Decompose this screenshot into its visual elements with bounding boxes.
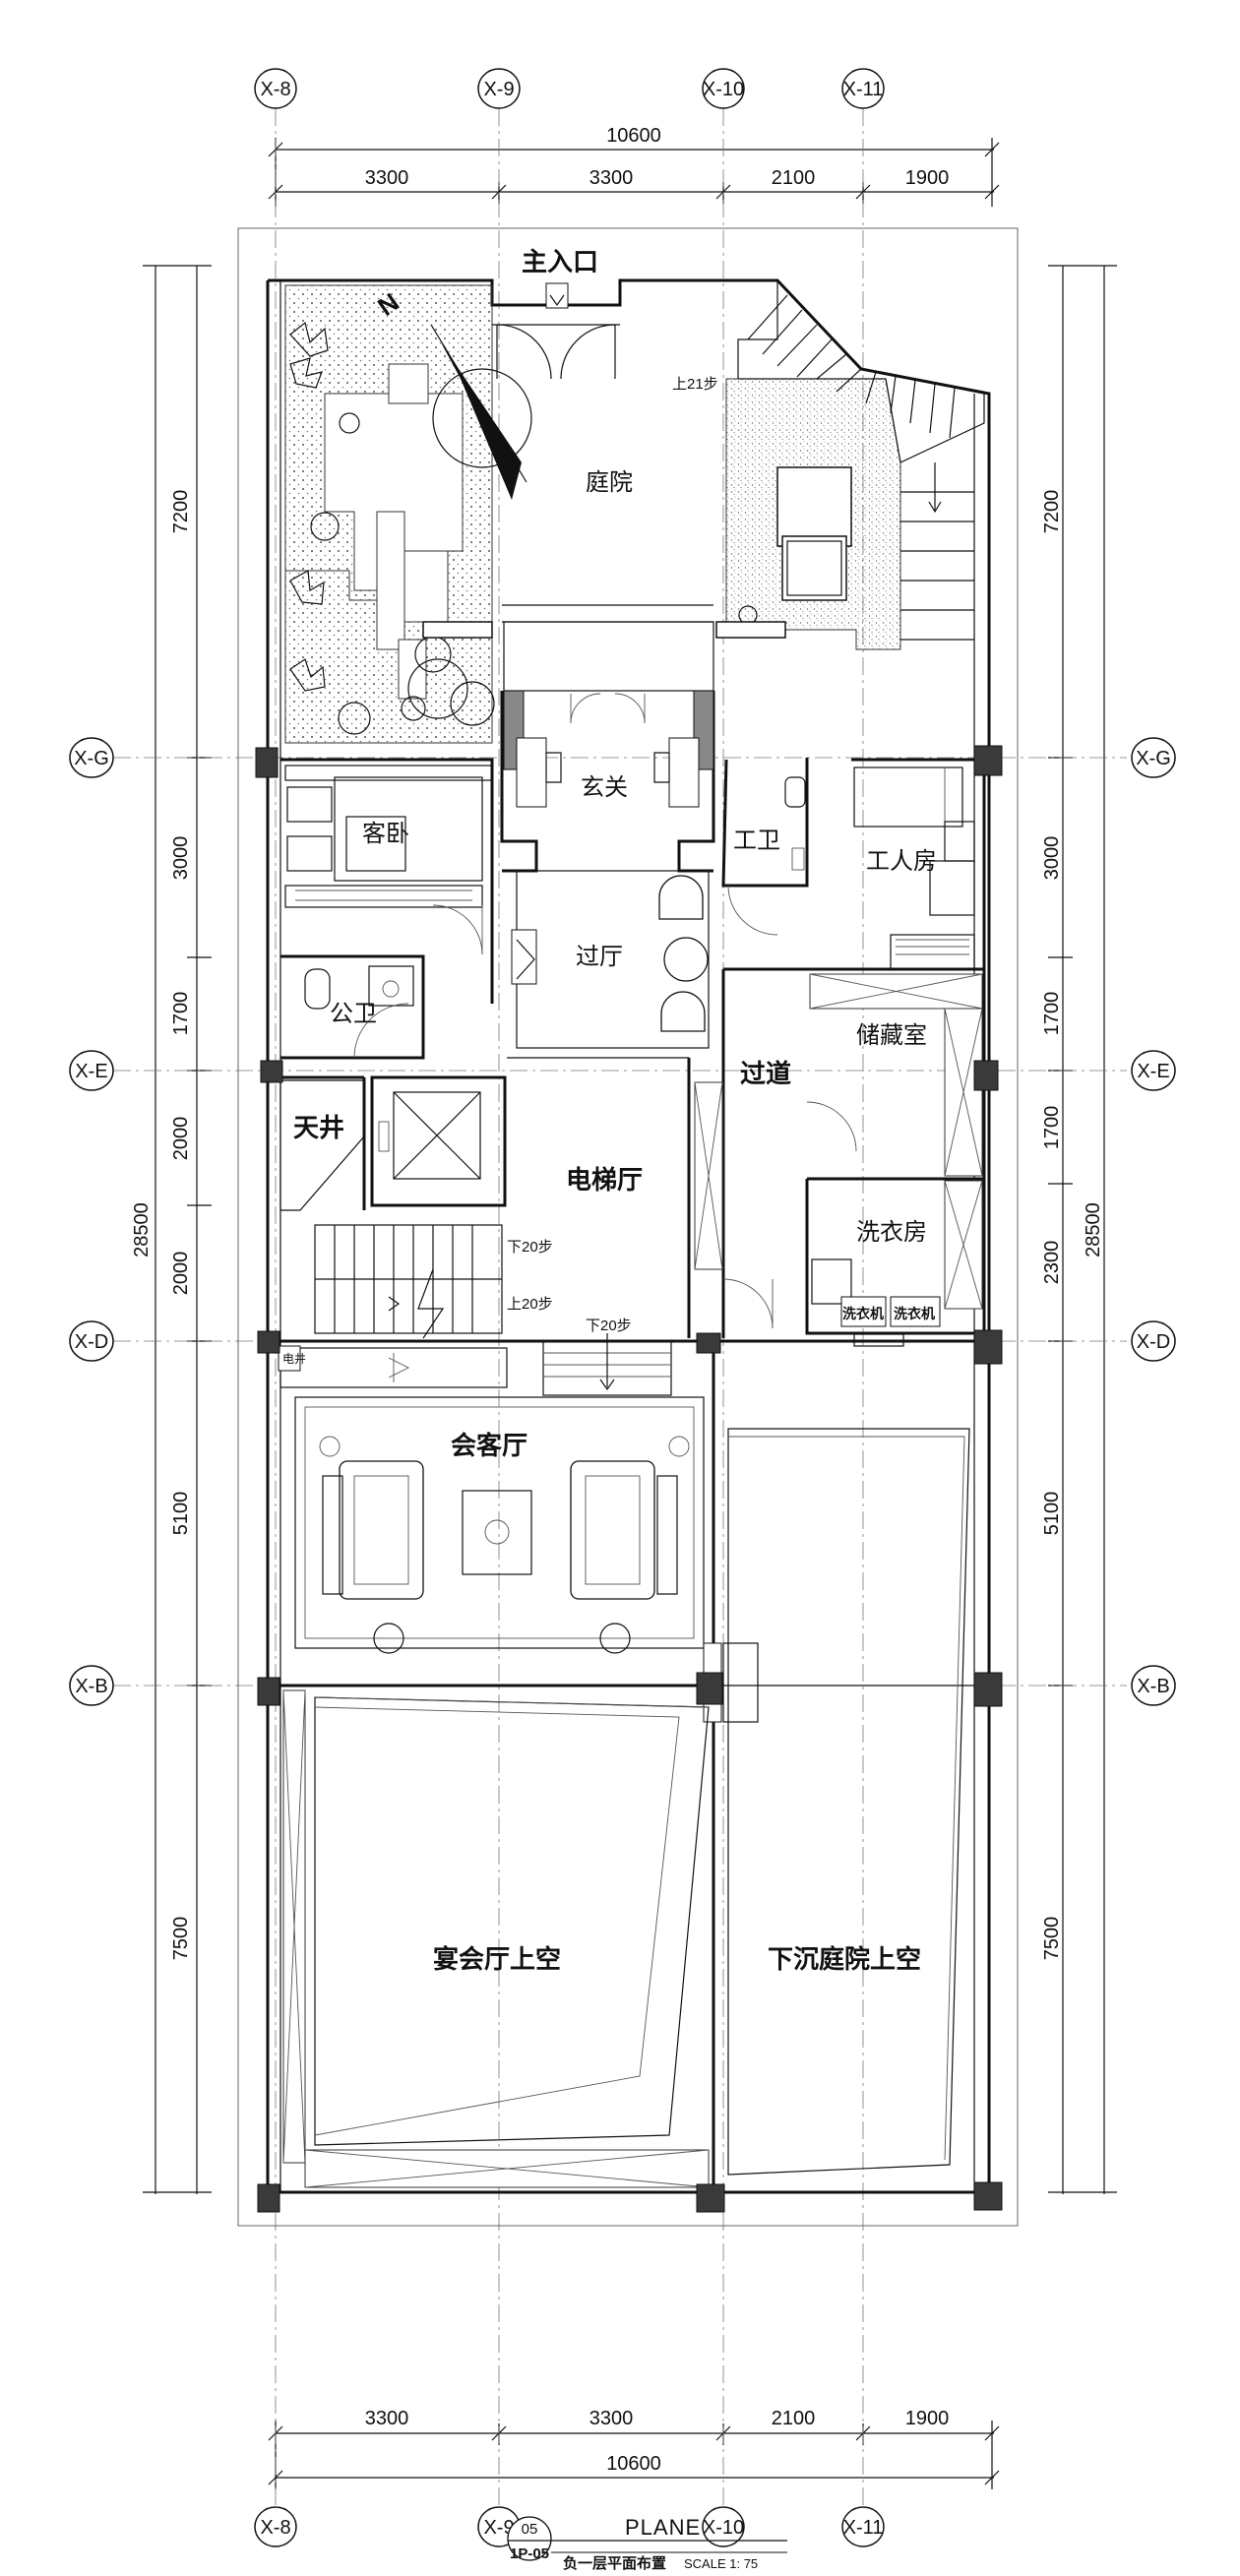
- stair-note-up20: 上20步: [507, 1296, 553, 1313]
- dim-left-labels: 7200 3000 1700 2000 2000 5100 7500 28500: [131, 490, 192, 1961]
- dim-top-seg-4: 1900: [905, 167, 950, 189]
- room-label-storage: 储藏室: [856, 1022, 927, 1049]
- foyer-walls: [500, 690, 715, 873]
- room-label-sunken-void: 下沉庭院上空: [768, 1944, 921, 1974]
- sunken-void: [727, 1428, 970, 2176]
- room-label-reception: 会客厅: [451, 1431, 527, 1460]
- grid-row-label-left-1: X-G: [74, 748, 109, 769]
- room-label-elec: 电井: [282, 1352, 306, 1366]
- room-label-staff-room: 工人房: [866, 848, 937, 875]
- courtyard-lower-wall: [422, 604, 786, 692]
- dim-bottom-seg-3: 2100: [772, 2408, 816, 2429]
- dim-top-total: 10600: [606, 125, 661, 147]
- dim-bottom-seg-2: 3300: [589, 2408, 634, 2429]
- title-number: 05: [522, 2521, 538, 2538]
- grid-row-label-right-1: X-G: [1136, 748, 1171, 769]
- room-label-corridor: 过道: [740, 1059, 791, 1088]
- grid-col-label-top-1: X-8: [260, 79, 290, 100]
- room-label-hall: 过厅: [576, 944, 623, 970]
- dim-right-seg-4: 1700: [1041, 1106, 1063, 1150]
- room-label-lightwell: 天井: [293, 1113, 344, 1142]
- dim-right-seg-5: 2300: [1041, 1241, 1063, 1285]
- grid-row-label-right-3: X-D: [1137, 1331, 1170, 1353]
- grid-row-label-left-4: X-B: [75, 1676, 107, 1697]
- dim-left-seg-5: 2000: [170, 1252, 192, 1296]
- grid-bubbles-top: X-8 X-9 X-10 X-11: [254, 68, 885, 109]
- room-label-foyer: 玄关: [581, 774, 628, 801]
- corridor: [694, 967, 807, 1338]
- dim-right-labels: 7200 3000 1700 1700 2300 5100 7500 28500: [1041, 490, 1104, 1961]
- interior-stair: [314, 1224, 503, 1339]
- dim-right-seg-7: 7500: [1041, 1917, 1063, 1961]
- dim-right-seg-2: 3000: [1041, 836, 1063, 881]
- structural-columns: [255, 745, 1003, 2213]
- grid-row-label-left-2: X-E: [75, 1061, 107, 1082]
- stair-note-up21: 上21步: [672, 376, 718, 393]
- title-block: 05 1P-05 PLANE 负一层平面布置 SCALE 1: 75: [507, 2515, 787, 2572]
- grid-col-label-bottom-3: X-10: [703, 2517, 744, 2539]
- grid-row-label-left-3: X-D: [75, 1331, 108, 1353]
- courtyard-garden: [284, 284, 901, 744]
- dim-left-seg-7: 7500: [170, 1917, 192, 1961]
- elevator-hall-walls: [507, 1057, 691, 1396]
- grid-row-label-right-4: X-B: [1137, 1676, 1169, 1697]
- title-cn: 负一层平面布置: [563, 2554, 666, 2572]
- dim-top-seg-2: 3300: [589, 167, 634, 189]
- grid-col-label-top-2: X-9: [483, 79, 514, 100]
- dim-right-seg-3: 1700: [1041, 992, 1063, 1036]
- dim-left-seg-6: 5100: [170, 1492, 192, 1536]
- grid-col-label-top-3: X-10: [703, 79, 744, 100]
- dim-left-total: 28500: [131, 1202, 153, 1257]
- dim-bottom-seg-4: 1900: [905, 2408, 950, 2429]
- reception-room: [278, 1339, 984, 1654]
- room-label-guest-bedroom: 客卧: [362, 821, 409, 847]
- grid-bubbles-left: X-G X-E X-D X-B: [69, 737, 114, 1706]
- grid-bubbles-right: X-G X-E X-D X-B: [1131, 737, 1176, 1706]
- room-label-main-entrance: 主入口: [522, 247, 598, 276]
- main-entrance-door: [492, 282, 620, 380]
- room-label-courtyard: 庭院: [586, 469, 633, 496]
- washer-label-2: 洗衣机: [894, 1306, 935, 1321]
- guest-bedroom: [280, 758, 494, 1004]
- grid-col-label-bottom-4: X-11: [843, 2517, 884, 2539]
- dim-left-seg-3: 1700: [170, 992, 192, 1036]
- room-label-staff-bath: 工卫: [733, 828, 780, 854]
- lightwell: [279, 1075, 366, 1211]
- dim-top-seg-1: 3300: [365, 167, 409, 189]
- dim-bottom-seg-1: 3300: [365, 2408, 409, 2429]
- stair-note-down20-a: 下20步: [507, 1239, 553, 1256]
- public-bath: [280, 954, 425, 1060]
- dim-left-seg-1: 7200: [170, 490, 192, 534]
- banquet-void: [282, 1689, 710, 2188]
- dim-left-seg-2: 3000: [170, 836, 192, 881]
- dim-right-seg-1: 7200: [1041, 490, 1063, 534]
- washer-label-1: 洗衣机: [842, 1306, 884, 1321]
- grid-col-label-top-4: X-11: [843, 79, 884, 100]
- stair-note-down20-b: 下20步: [586, 1318, 632, 1334]
- exterior-stair: [737, 278, 985, 641]
- title-scale: SCALE 1: 75: [684, 2556, 758, 2571]
- elevator: [370, 1075, 507, 1207]
- dim-top-seg-3: 2100: [772, 167, 816, 189]
- title-sheet: 1P-05: [510, 2545, 549, 2562]
- grid-col-label-bottom-1: X-8: [260, 2517, 290, 2539]
- grid-bubbles-bottom: X-8 X-9 X-10 X-11: [254, 2506, 885, 2547]
- dim-right-seg-6: 5100: [1041, 1492, 1063, 1536]
- staff-bath: [721, 758, 809, 936]
- title-en: PLANE: [625, 2515, 701, 2540]
- grid-row-label-right-2: X-E: [1137, 1061, 1169, 1082]
- dim-right-total: 28500: [1083, 1202, 1104, 1257]
- room-label-banquet-void: 宴会厅上空: [433, 1944, 561, 1974]
- dim-left-seg-4: 2000: [170, 1117, 192, 1161]
- hall-space: [511, 870, 710, 1049]
- plant-icon: [289, 321, 329, 692]
- storage-room: [806, 967, 986, 1181]
- room-label-laundry: 洗衣房: [856, 1219, 927, 1246]
- room-label-public-bath: 公卫: [330, 1001, 377, 1027]
- dim-bottom-total: 10600: [606, 2453, 661, 2475]
- grid-col-label-bottom-2: X-9: [483, 2517, 514, 2539]
- room-label-elevator-hall: 电梯厅: [566, 1165, 643, 1195]
- laundry-room: [805, 1177, 986, 1347]
